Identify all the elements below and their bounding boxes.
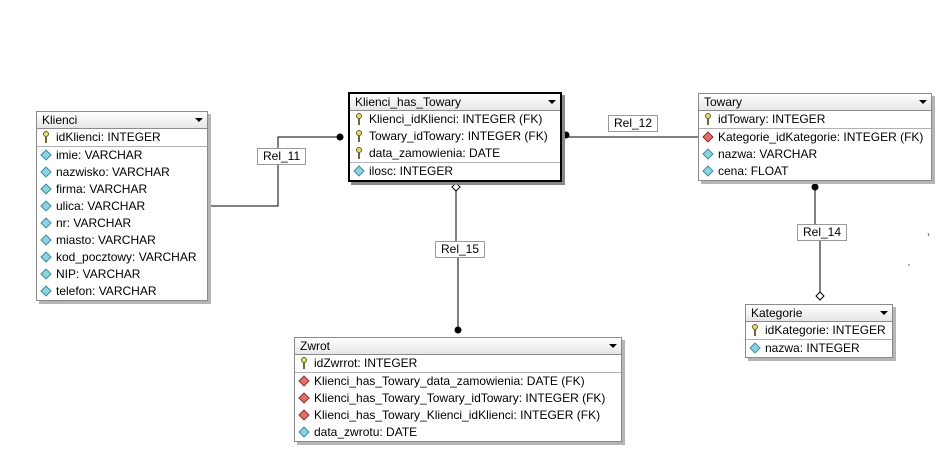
stray-mark: [927, 232, 930, 237]
entity-title: Klienci_has_Towary: [355, 95, 462, 109]
entity-header[interactable]: Klienci: [37, 112, 207, 129]
attribute-diamond-icon: [703, 165, 713, 177]
attribute-label: firma: VARCHAR: [56, 182, 148, 196]
primary-key-icon: [299, 357, 309, 369]
foreign-key-diamond-icon: [299, 409, 309, 421]
attribute-diamond-icon: [41, 149, 51, 161]
foreign-key-diamond-icon: [703, 131, 713, 143]
primary-key-icon: [703, 113, 713, 125]
entity-klienci[interactable]: Klienci idKlienci: INTEGER imie: VARCHAR…: [36, 111, 208, 301]
rel-14-diamond: [815, 291, 825, 301]
attribute-label: idTowary: INTEGER: [718, 112, 826, 126]
attribute-diamond-icon: [41, 251, 51, 263]
attribute-label: idKategorie: INTEGER: [765, 323, 886, 337]
attribute-diamond-icon: [41, 268, 51, 280]
attribute-label: cena: FLOAT: [718, 164, 789, 178]
attribute-diamond-icon: [41, 217, 51, 229]
entity-header[interactable]: Klienci_has_Towary: [350, 94, 560, 111]
entity-header[interactable]: Zwrot: [295, 338, 621, 355]
attribute-label: kod_pocztowy: VARCHAR: [56, 250, 197, 264]
dropdown-arrow-icon[interactable]: [919, 100, 927, 104]
attribute-label: Kategorie_idKategorie: INTEGER (FK): [718, 130, 924, 144]
entity-klienci-has-towary[interactable]: Klienci_has_Towary Klienci_idKlienci: IN…: [348, 92, 562, 182]
attribute-diamond-icon: [41, 234, 51, 246]
attribute-diamond-icon: [703, 148, 713, 160]
entity-zwrot[interactable]: Zwrot idZwrrot: INTEGER Klienci_has_Towa…: [294, 337, 622, 442]
attribute-label: telefon: VARCHAR: [56, 284, 157, 298]
entity-title: Zwrot: [300, 339, 330, 353]
attribute-label: Klienci_has_Towary_data_zamowienia: DATE…: [314, 374, 585, 388]
attribute-label: Klienci_has_Towary_Towary_idTowary: INTE…: [314, 391, 606, 405]
attribute-label: idKlienci: INTEGER: [56, 130, 161, 144]
attribute-diamond-icon: [41, 285, 51, 297]
attribute-label: Klienci_idKlienci: INTEGER (FK): [369, 112, 543, 126]
attribute-label: miasto: VARCHAR: [56, 233, 156, 247]
foreign-key-diamond-icon: [299, 375, 309, 387]
attribute-label: nazwa: VARCHAR: [718, 147, 818, 161]
entity-title: Klienci: [42, 113, 78, 127]
primary-key-icon: [750, 324, 760, 336]
attribute-label: idZwrrot: INTEGER: [314, 356, 418, 370]
attribute-label: nazwisko: VARCHAR: [56, 165, 170, 179]
primary-key-icon: [41, 131, 51, 143]
entity-header[interactable]: Kategorie: [746, 305, 892, 322]
entity-header[interactable]: Towary: [699, 94, 931, 111]
rel-11-label[interactable]: Rel_11: [257, 148, 307, 165]
entity-title: Kategorie: [751, 306, 803, 320]
attribute-label: Towary_idTowary: INTEGER (FK): [369, 129, 548, 143]
dropdown-arrow-icon[interactable]: [609, 344, 617, 348]
rel-15-end-dot: [454, 326, 462, 334]
attribute-label: nr: VARCHAR: [56, 216, 132, 230]
dropdown-arrow-icon[interactable]: [880, 311, 888, 315]
attribute-label: imie: VARCHAR: [56, 148, 143, 162]
attribute-label: NIP: VARCHAR: [56, 267, 141, 281]
attribute-diamond-icon: [41, 200, 51, 212]
rel-14-label[interactable]: Rel_14: [797, 224, 848, 241]
attribute-label: Klienci_has_Towary_Klienci_idKlienci: IN…: [314, 408, 601, 422]
primary-key-icon: [354, 130, 364, 142]
attribute-label: data_zamowienia: DATE: [369, 146, 501, 160]
rel-12-end-dot: [562, 131, 570, 139]
entity-title: Towary: [704, 95, 743, 109]
dropdown-arrow-icon[interactable]: [195, 118, 203, 122]
attribute-label: ilosc: INTEGER: [369, 164, 454, 178]
attribute-label: data_zwrotu: DATE: [314, 425, 418, 439]
rel-12-label[interactable]: Rel_12: [608, 115, 659, 132]
rel-14-line[interactable]: [814, 188, 821, 296]
attribute-diamond-icon: [41, 166, 51, 178]
rel-14-end-dot: [811, 183, 819, 191]
rel-15-diamond: [451, 182, 461, 192]
primary-key-icon: [354, 113, 364, 125]
rel-15-label[interactable]: Rel_15: [435, 241, 486, 258]
dropdown-arrow-icon[interactable]: [548, 100, 556, 104]
attribute-diamond-icon: [354, 165, 364, 177]
entity-towary[interactable]: Towary idTowary: INTEGER Kategorie_idKat…: [698, 93, 932, 181]
attribute-diamond-icon: [41, 183, 51, 195]
attribute-diamond-icon: [750, 342, 760, 354]
attribute-label: ulica: VARCHAR: [56, 199, 146, 213]
primary-key-icon: [354, 147, 364, 159]
rel-11-end-dot: [336, 133, 344, 141]
foreign-key-diamond-icon: [299, 392, 309, 404]
attribute-label: nazwa: INTEGER: [765, 341, 860, 355]
entity-kategorie[interactable]: Kategorie idKategorie: INTEGER nazwa: IN…: [745, 304, 893, 358]
attribute-diamond-icon: [299, 426, 309, 438]
